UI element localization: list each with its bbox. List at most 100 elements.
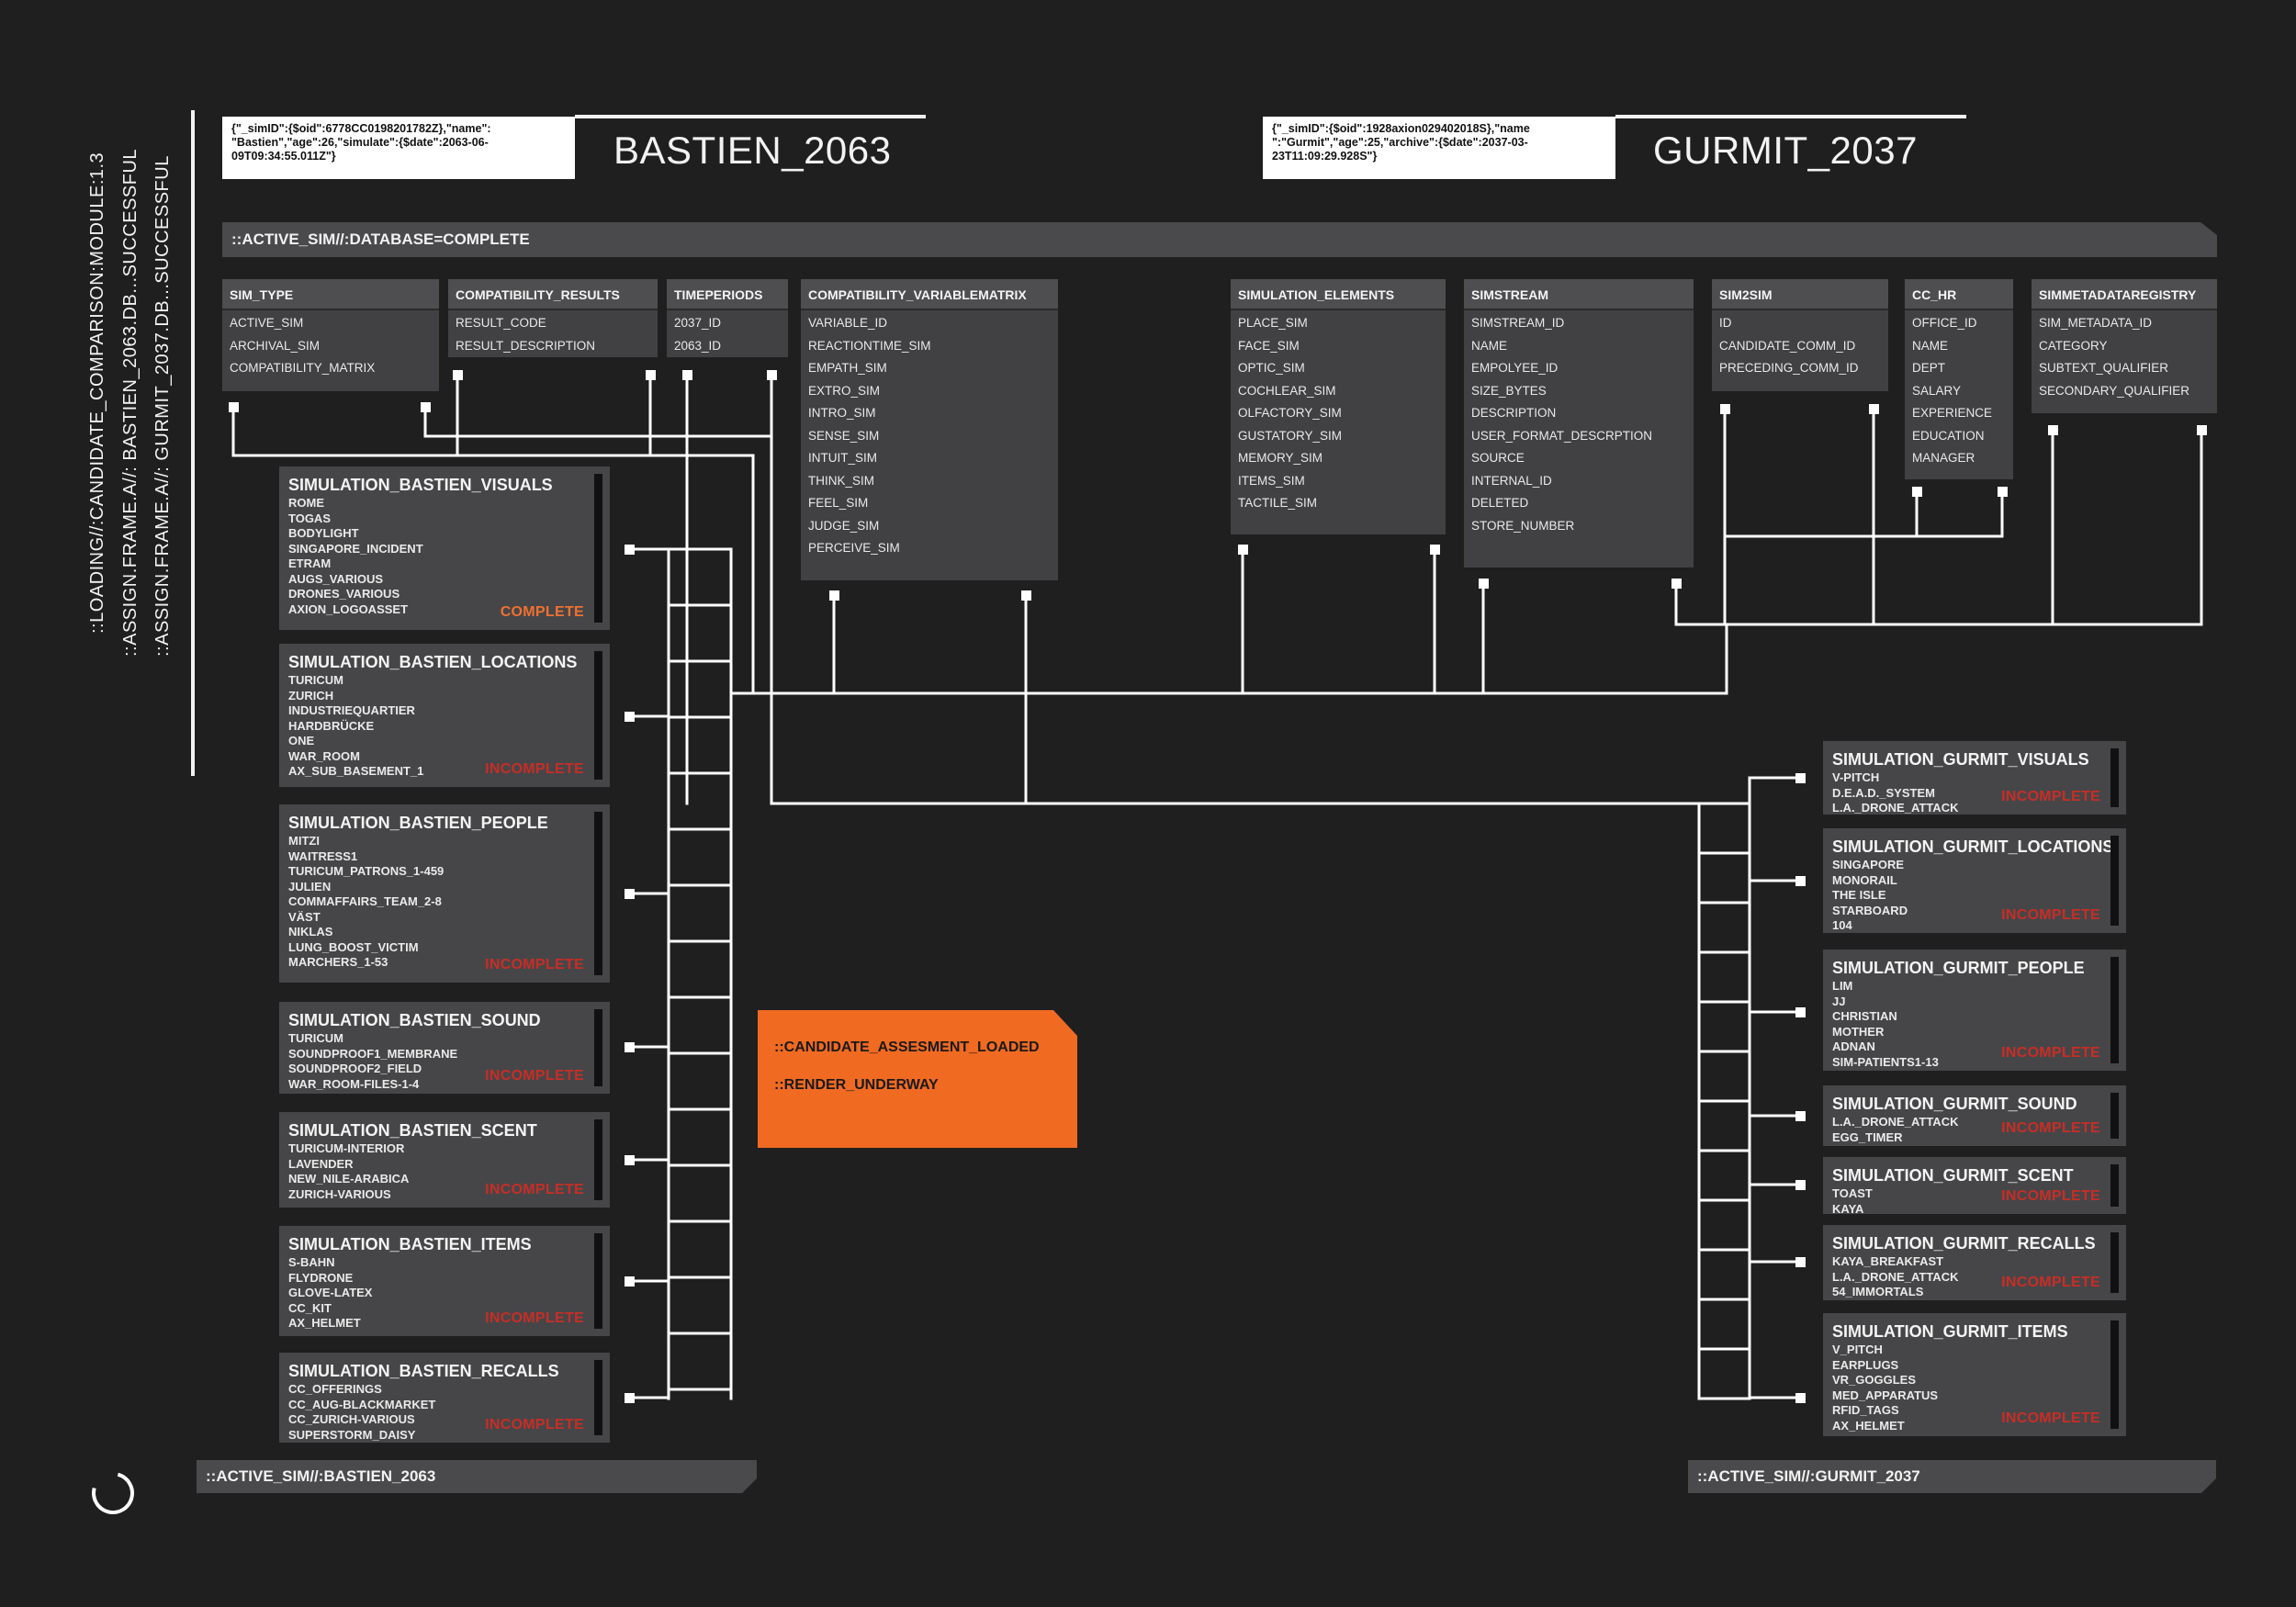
gurmit-json-record: {"_simID":{$oid":1928axion029402018S},"n… bbox=[1263, 117, 1615, 179]
card-item: STARBOARD bbox=[1832, 903, 1908, 917]
card-item: V_PITCH bbox=[1832, 1343, 1883, 1356]
status-label: INCOMPLETE bbox=[2001, 1275, 2100, 1290]
card-item: THE ISLE bbox=[1832, 888, 1886, 902]
card-gurmit-locations[interactable]: SIMULATION_GURMIT_LOCATIONS SINGAPORE MO… bbox=[1823, 828, 2126, 933]
table-field: SIM_METADATA_ID bbox=[2039, 316, 2153, 330]
card-item: AX_SUB_BASEMENT_1 bbox=[288, 764, 424, 778]
table-compatibility-variablematrix: COMPATIBILITY_VARIABLEMATRIX VARIABLE_ID… bbox=[801, 279, 1058, 580]
card-item: TURICUM bbox=[288, 673, 343, 687]
card-item: DRONES_VARIOUS bbox=[288, 587, 400, 601]
status-label: INCOMPLETE bbox=[2001, 1045, 2100, 1061]
table-field: RESULT_CODE bbox=[456, 316, 546, 330]
card-item: WAR_ROOM bbox=[288, 748, 360, 763]
bastien-title: BASTIEN_2063 bbox=[613, 129, 892, 172]
table-field: DELETED bbox=[1471, 496, 1529, 510]
table-field: EMPATH_SIM bbox=[808, 361, 887, 375]
card-item: MITZI bbox=[288, 834, 320, 848]
card-bastien-visuals[interactable]: SIMULATION_BASTIEN_VISUALS ROME TOGAS BO… bbox=[279, 466, 610, 630]
card-gurmit-sound[interactable]: SIMULATION_GURMIT_SOUND L.A._DRONE_ATTAC… bbox=[1823, 1085, 2126, 1146]
table-field: SALARY bbox=[1912, 383, 1962, 398]
connector-node bbox=[1795, 773, 1806, 783]
table-field: PERCEIVE_SIM bbox=[808, 541, 900, 555]
assessment-loaded-text: ::CANDIDATE_ASSESMENT_LOADED bbox=[774, 1039, 1040, 1055]
table-field: OPTIC_SIM bbox=[1238, 361, 1305, 375]
card-item: S-BAHN bbox=[288, 1255, 335, 1269]
loading-spinner-icon bbox=[84, 1464, 142, 1523]
card-gurmit-scent[interactable]: SIMULATION_GURMIT_SCENT TOAST KAYA INCOM… bbox=[1823, 1157, 2126, 1216]
card-item: GLOVE-LATEX bbox=[288, 1286, 373, 1299]
status-label: INCOMPLETE bbox=[485, 1068, 584, 1084]
card-item: LIM bbox=[1832, 979, 1853, 993]
card-bastien-items[interactable]: SIMULATION_BASTIEN_ITEMS S-BAHN FLYDRONE… bbox=[279, 1226, 610, 1336]
card-item: L.A._DRONE_ATTACK bbox=[1832, 1269, 1959, 1284]
card-item: SINGAPORE_INCIDENT bbox=[288, 541, 423, 556]
connector-node bbox=[229, 402, 239, 412]
connector-node bbox=[453, 370, 463, 380]
table-field: CANDIDATE_COMM_ID bbox=[1719, 338, 1856, 353]
connector-node bbox=[646, 370, 656, 380]
connector-node bbox=[767, 370, 777, 380]
table-field: INTUIT_SIM bbox=[808, 451, 878, 465]
card-bastien-scent[interactable]: SIMULATION_BASTIEN_SCENT TURICUM-INTERIO… bbox=[279, 1112, 610, 1208]
table-field: RESULT_DESCRIPTION bbox=[456, 338, 596, 353]
table-timeperiods: TIMEPERIODS 2037_ID 2063_ID bbox=[667, 279, 788, 357]
card-item: JULIEN bbox=[288, 879, 332, 893]
connector-node bbox=[1795, 876, 1806, 886]
card-item: TOGAS bbox=[288, 511, 331, 525]
header-rule-left bbox=[575, 115, 926, 118]
connector-node bbox=[1795, 1393, 1806, 1403]
card-bastien-sound[interactable]: SIMULATION_BASTIEN_SOUND TURICUM SOUNDPR… bbox=[279, 1002, 610, 1094]
card-bastien-recalls[interactable]: SIMULATION_BASTIEN_RECALLS CC_OFFERINGS … bbox=[279, 1353, 610, 1443]
header-rule-right bbox=[1615, 115, 1966, 118]
card-scrollbar bbox=[594, 1360, 602, 1435]
card-item: CC_AUG-BLACKMARKET bbox=[288, 1397, 436, 1411]
connector-node bbox=[2197, 425, 2207, 435]
table-compatibility-results: COMPATIBILITY_RESULTS RESULT_CODE RESULT… bbox=[448, 279, 658, 357]
card-item: JJ bbox=[1832, 994, 1846, 1008]
card-scrollbar bbox=[594, 1119, 602, 1200]
card-item: NEW_NILE-ARABICA bbox=[288, 1172, 410, 1186]
log-line-gurmit: ::ASSIGN.FRAME.A//: GURMIT_2037.DB...SUC… bbox=[152, 155, 173, 657]
card-title: SIMULATION_GURMIT_PEOPLE bbox=[1832, 959, 2085, 977]
connector-node bbox=[1795, 1111, 1806, 1121]
table-field: OFFICE_ID bbox=[1912, 316, 1977, 330]
table-cc-hr: CC_HR OFFICE_ID NAME DEPT SALARY EXPERIE… bbox=[1905, 279, 2013, 479]
card-title: SIMULATION_GURMIT_SCENT bbox=[1832, 1166, 2074, 1185]
table-simstream: SIMSTREAM SIMSTREAM_ID NAME EMPOLYEE_ID … bbox=[1464, 279, 1694, 568]
card-item: CC_KIT bbox=[288, 1300, 332, 1315]
card-gurmit-items[interactable]: SIMULATION_GURMIT_ITEMS V_PITCH EARPLUGS… bbox=[1823, 1313, 2126, 1436]
card-title: SIMULATION_BASTIEN_VISUALS bbox=[288, 476, 553, 494]
card-title: SIMULATION_GURMIT_ITEMS bbox=[1832, 1322, 2068, 1341]
card-gurmit-recalls[interactable]: SIMULATION_GURMIT_RECALLS KAYA_BREAKFAST… bbox=[1823, 1225, 2126, 1300]
card-gurmit-visuals[interactable]: SIMULATION_GURMIT_VISUALS V-PITCH D.E.A.… bbox=[1823, 741, 2126, 815]
table-field: NAME bbox=[1912, 338, 1949, 353]
card-item: TURICUM bbox=[288, 1031, 343, 1045]
card-item: ONE bbox=[288, 734, 315, 747]
table-title: COMPATIBILITY_RESULTS bbox=[448, 279, 658, 310]
status-label: INCOMPLETE bbox=[485, 1182, 584, 1197]
card-item: SUPERSTORM_DAISY bbox=[288, 1427, 416, 1442]
card-scrollbar bbox=[594, 651, 602, 780]
table-field: REACTIONTIME_SIM bbox=[808, 338, 931, 353]
card-bastien-locations[interactable]: SIMULATION_BASTIEN_LOCATIONS TURICUM ZUR… bbox=[279, 644, 610, 787]
card-item: TURICUM-INTERIOR bbox=[288, 1141, 405, 1155]
card-item: NIKLAS bbox=[288, 925, 333, 938]
card-item: CHRISTIAN bbox=[1832, 1009, 1897, 1023]
card-title: SIMULATION_BASTIEN_SCENT bbox=[288, 1121, 537, 1140]
card-item: AXION_LOGOASSET bbox=[288, 601, 409, 616]
table-sim-type: SIM_TYPE ACTIVE_SIM ARCHIVAL_SIM COMPATI… bbox=[222, 279, 439, 391]
loading-log: ::LOADING//:CANDIDATE_COMPARISON:MODULE:… bbox=[87, 110, 197, 661]
card-gurmit-people[interactable]: SIMULATION_GURMIT_PEOPLE LIM JJ CHRISTIA… bbox=[1823, 950, 2126, 1071]
table-title: SIM_TYPE bbox=[222, 279, 439, 310]
table-field: FEEL_SIM bbox=[808, 496, 869, 510]
table-field: EXTRO_SIM bbox=[808, 383, 881, 398]
card-item: MOTHER bbox=[1832, 1024, 1885, 1039]
card-item: WAITRESS1 bbox=[288, 848, 358, 863]
table-field: DESCRIPTION bbox=[1471, 406, 1557, 420]
table-field: SIMSTREAM_ID bbox=[1471, 316, 1565, 330]
card-title: SIMULATION_GURMIT_SOUND bbox=[1832, 1095, 2077, 1113]
table-sim2sim: SIM2SIM ID CANDIDATE_COMM_ID PRECEDING_C… bbox=[1712, 279, 1888, 391]
connector-node bbox=[625, 1042, 635, 1052]
card-item: 54_IMMORTALS bbox=[1832, 1285, 1924, 1298]
card-bastien-people[interactable]: SIMULATION_BASTIEN_PEOPLE MITZI WAITRESS… bbox=[279, 804, 610, 983]
